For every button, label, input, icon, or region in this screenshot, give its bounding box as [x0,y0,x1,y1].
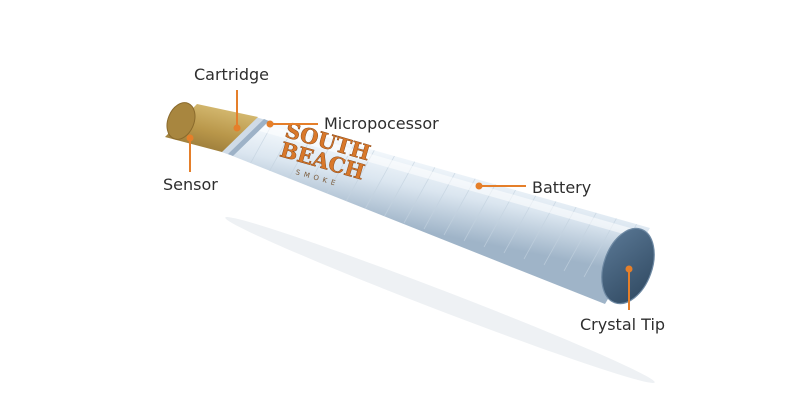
battery-body [220,117,650,304]
callout-cartridge [233,90,241,132]
callouts [186,90,633,310]
label-battery: Battery [532,178,592,197]
cartridge-end [167,102,195,140]
battery-highlight [256,122,648,240]
callout-battery [475,182,526,190]
drop-shadow [225,217,655,383]
label-crystal-tip: Crystal Tip [580,315,666,334]
collar-line [228,119,269,156]
callout-microprocessor [266,120,318,128]
callout-sensor [186,134,194,172]
label-microprocessor: Micropocessor [324,114,439,133]
label-cartridge: Cartridge [194,65,270,84]
crystal-tip-rim [601,227,655,305]
label-sensor: Sensor [163,175,218,194]
cartridge-end-rim [166,102,196,140]
callout-crystal-tip [625,265,633,310]
